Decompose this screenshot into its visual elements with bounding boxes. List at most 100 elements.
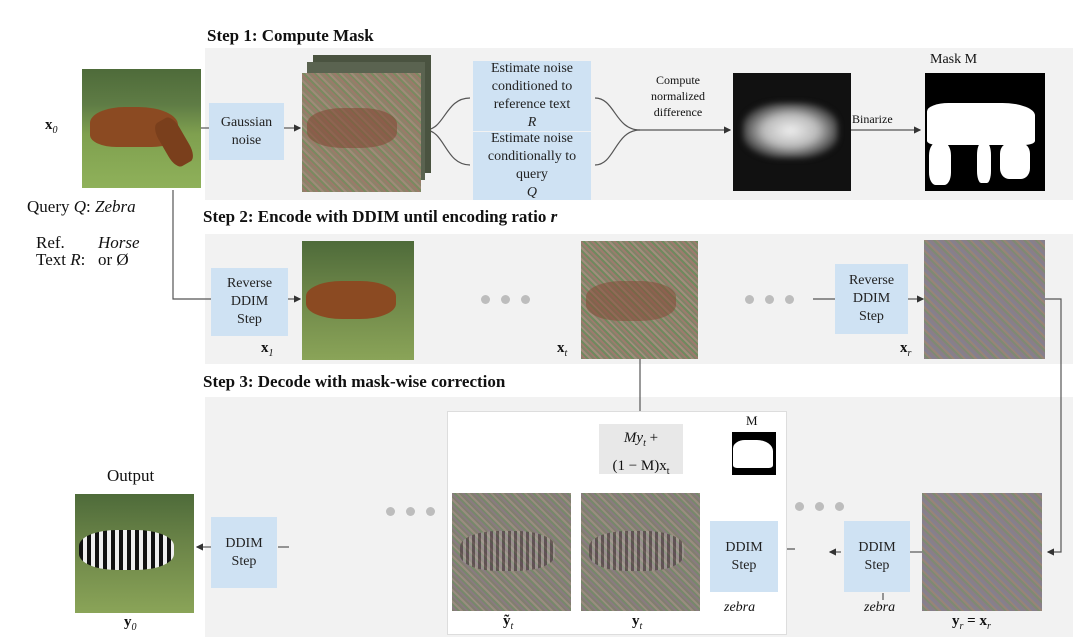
dot	[426, 507, 435, 516]
ellipsis-step2-a	[481, 295, 530, 304]
yt-label-sub: t	[639, 621, 643, 632]
wire-xr-yr	[1045, 298, 1062, 556]
mask-m-label: Mask M	[930, 52, 978, 67]
mask-leg-2	[977, 143, 991, 183]
ddim-step-box-right: DDIM Step	[844, 521, 910, 592]
diff-blob	[743, 103, 838, 158]
formula-line2-sub: t	[666, 466, 670, 477]
mask-leg-3	[1000, 143, 1030, 179]
query-prefix: Query	[27, 197, 74, 216]
gaussian-line2: noise	[231, 132, 262, 148]
x0-label-x: x	[45, 117, 53, 133]
image-x1	[302, 241, 414, 360]
reverse-1-line2: DDIM	[230, 294, 269, 309]
estimate-query-line1: Estimate noise	[490, 131, 574, 146]
ddim-output-text: DDIM Step	[225, 535, 262, 571]
yr-label-y: y	[952, 613, 960, 629]
ref-value-line2: or Ø	[98, 250, 129, 269]
dot	[501, 295, 510, 304]
ellipsis-step3-left	[386, 507, 435, 516]
x1-label-sub: 1	[268, 348, 274, 359]
y0-label: y0	[124, 614, 137, 633]
xt-label: xt	[557, 340, 567, 359]
dot	[386, 507, 395, 516]
step3-title: Step 3: Decode with mask-wise correction	[203, 372, 506, 391]
estimate-ref-text: Estimate noise conditioned to reference …	[491, 60, 573, 132]
formula-box: Myt + (1 − M)xt	[599, 424, 683, 477]
wire-merge-bottom	[594, 129, 641, 166]
image-ytilde	[452, 493, 571, 611]
ddim-output-line1: DDIM	[225, 535, 263, 551]
ref-label-line1: Ref.	[36, 233, 65, 253]
reverse-2-line2: DDIM	[852, 291, 891, 306]
x0-label-sub: 0	[52, 125, 58, 136]
ddim-right-line1: DDIM	[858, 539, 896, 555]
estimate-query-text: Estimate noise conditionally to query Q	[488, 130, 576, 202]
formula-line1-main: My	[623, 430, 644, 446]
estimate-query-var: Q	[526, 185, 538, 200]
estimate-ref-box: Estimate noise conditioned to reference …	[473, 61, 591, 131]
ref-value-line1: Horse	[98, 233, 140, 253]
image-x0-horse	[82, 69, 201, 188]
xt-horse-shape	[586, 281, 676, 321]
x1-label-x: x	[261, 340, 269, 356]
dot	[481, 295, 490, 304]
gaussian-noise-text: Gaussian noise	[221, 114, 272, 150]
mask-shape	[927, 103, 1035, 145]
mask-small-shape	[733, 440, 773, 468]
ytilde-label-y: ỹ	[503, 613, 511, 629]
dot	[785, 295, 794, 304]
formula-line1-tail: +	[645, 430, 659, 446]
ytilde-label: ỹt	[503, 613, 513, 632]
formula-line2: (1 − M)xt	[599, 455, 683, 483]
yt-label-y: y	[632, 613, 640, 629]
output-title: Output	[107, 466, 155, 485]
formula-line1: Myt +	[599, 427, 683, 455]
ddim-inner-text: DDIM Step	[725, 539, 762, 575]
estimate-ref-line3-text: reference text	[493, 97, 571, 112]
xr-label-x: x	[900, 340, 908, 356]
ddim-step-box-output: DDIM Step	[211, 517, 277, 588]
estimate-query-box: Estimate noise conditionally to query Q	[473, 130, 591, 202]
ref-label-line2: Text R:	[36, 250, 85, 270]
reverse-1-line3: Step	[237, 312, 262, 327]
ytilde-zebra-stripes	[460, 531, 555, 571]
zebra-label-inner: zebra	[724, 600, 756, 615]
xt-label-sub: t	[564, 348, 568, 359]
ddim-right-text: DDIM Step	[858, 539, 895, 575]
query-var: Q	[73, 197, 87, 216]
xr-label: xr	[900, 340, 911, 359]
image-mask-m	[925, 73, 1045, 191]
xr-label-sub: r	[907, 348, 912, 359]
reverse-ddim-2-text: Reverse DDIM Step	[849, 272, 894, 326]
reverse-ddim-step-box-2: Reverse DDIM Step	[835, 264, 908, 334]
reverse-ddim-1-text: Reverse DDIM Step	[227, 275, 272, 329]
step2-title: Step 2: Encode with DDIM until encoding …	[203, 207, 557, 227]
step2-title-text: Step 2: Encode with DDIM until encoding …	[203, 207, 551, 226]
reverse-1-line1: Reverse	[226, 276, 273, 291]
compute-line2: normalized	[651, 89, 705, 103]
ellipsis-step3-right	[795, 502, 844, 511]
query-colon: :	[86, 197, 95, 216]
estimate-query-line2: conditionally to	[487, 149, 577, 164]
query-label: Query Q: Zebra	[27, 197, 136, 217]
binarize-label: Binarize	[852, 112, 893, 126]
ellipsis-step2-b	[745, 295, 794, 304]
ref-value-horse: Horse	[98, 233, 140, 252]
estimate-ref-line1: Estimate noise	[490, 61, 574, 76]
gaussian-line1: Gaussian	[220, 114, 273, 130]
image-yt	[581, 493, 700, 611]
ddim-inner-line2: Step	[731, 557, 757, 573]
yr-label-eq-sub: r	[986, 621, 991, 632]
ref-label-text: Ref.	[36, 233, 65, 252]
dot	[795, 502, 804, 511]
dot	[745, 295, 754, 304]
compute-difference-label: Compute normalized difference	[638, 72, 718, 120]
image-yr	[922, 493, 1042, 611]
dot	[406, 507, 415, 516]
step2-title-var: r	[550, 207, 558, 226]
dot	[815, 502, 824, 511]
estimate-ref-var: R	[527, 115, 537, 130]
image-noisy-horse	[302, 73, 421, 192]
estimate-ref-line2: conditioned to	[491, 79, 573, 94]
